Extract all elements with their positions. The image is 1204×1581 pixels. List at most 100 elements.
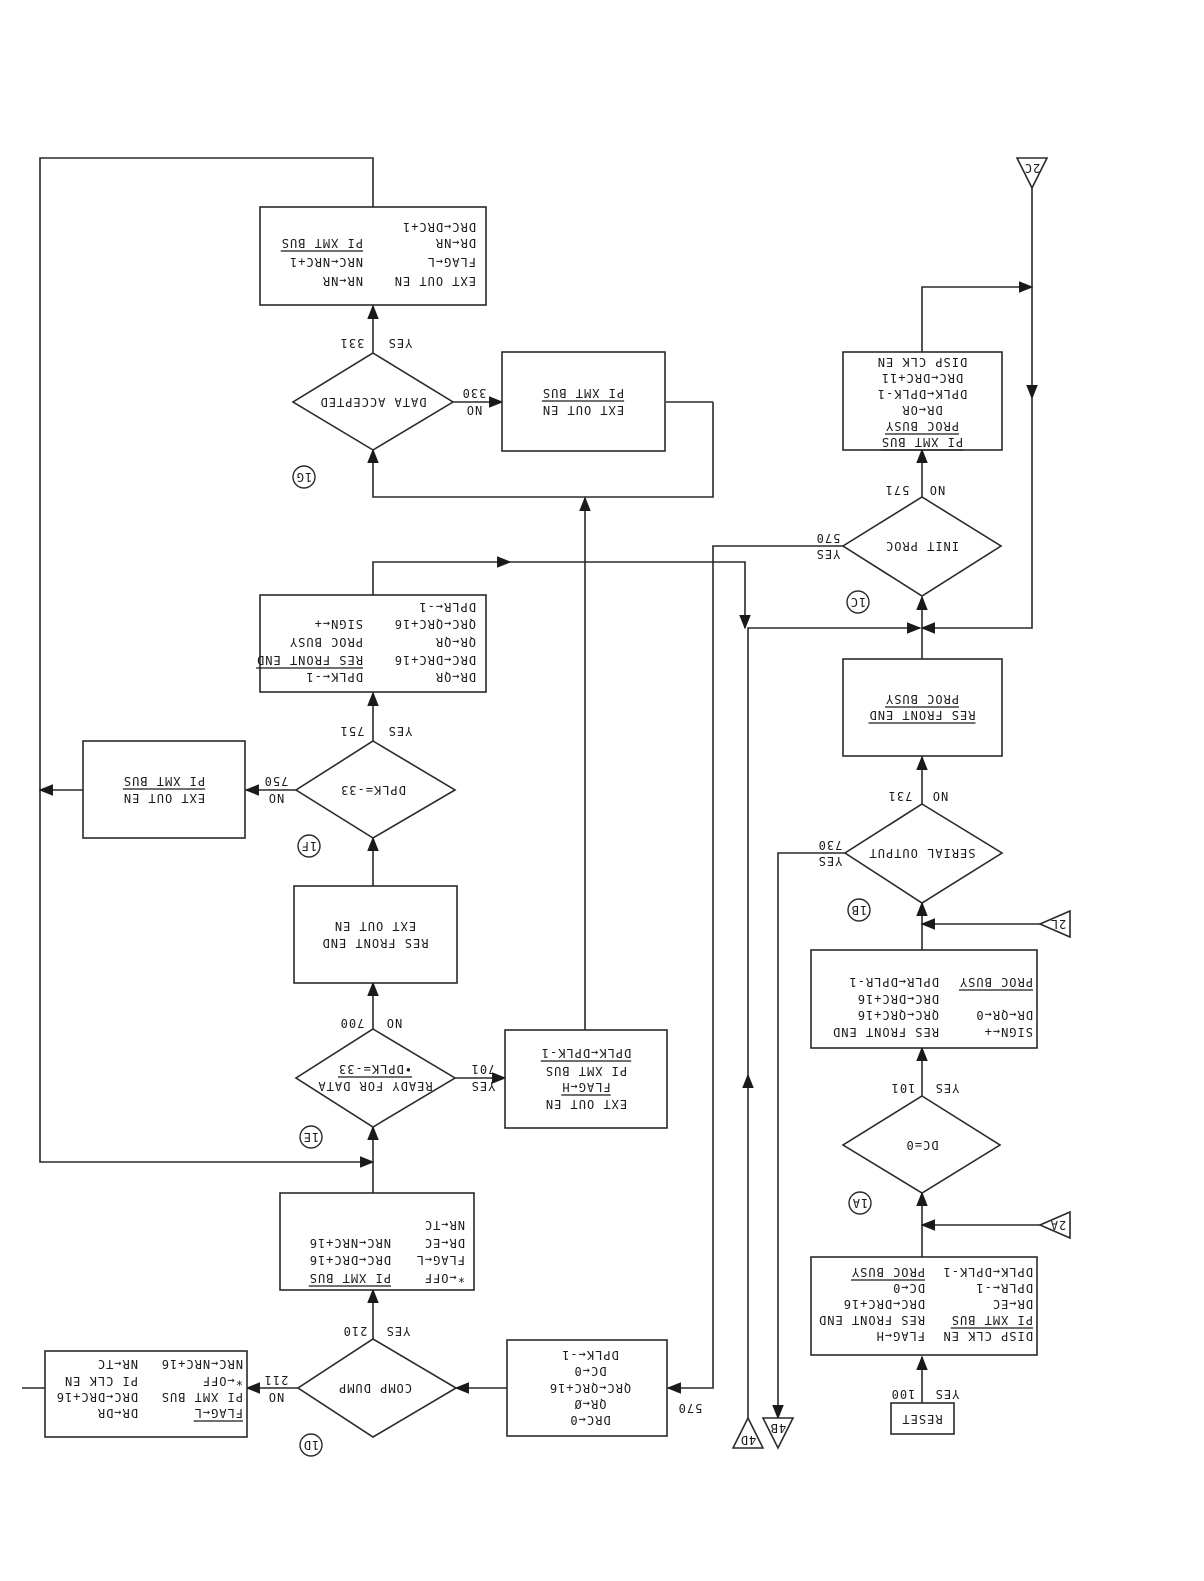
- box-211-text: DR←DR: [97, 1406, 138, 1420]
- box-331-text: NRC←NRC+1: [289, 255, 363, 269]
- box-571-text: PI XMT BUS: [881, 435, 963, 449]
- loop-line-331: [39, 157, 375, 1168]
- box-751-text: QRC←QRC+16: [394, 617, 476, 631]
- box-331-text: DRC←DRC+1: [402, 220, 476, 234]
- code-label: 731: [888, 789, 913, 803]
- box-210-text: FLAG←L: [416, 1253, 465, 1267]
- decision-1C-label: INIT PROC: [885, 539, 959, 553]
- decision-1E-label: READY FOR DATA: [317, 1079, 432, 1093]
- decision-1G-label: DATA ACCEPTED: [320, 395, 427, 409]
- code-label: 750: [264, 774, 289, 788]
- decision-1C: [841, 496, 1003, 597]
- box-701-text: DPLK←DPLK-1: [541, 1046, 631, 1060]
- ref-1G: 1G: [296, 470, 312, 484]
- box-751-text: RES FRONT END: [256, 653, 363, 667]
- code-label: 701: [471, 1062, 496, 1076]
- box-571-text: DRC←DRC+11: [881, 371, 963, 385]
- box-211-text: PI XMT BUS: [161, 1390, 243, 1404]
- box-571-text: DISP CLK EN: [877, 355, 967, 369]
- box-751-text: PROC BUSY: [289, 635, 363, 649]
- box-751: [259, 594, 487, 693]
- line-4D-to-1C: [747, 622, 922, 1075]
- yes-label: YES: [471, 1079, 496, 1093]
- code-label: 700: [340, 1016, 365, 1030]
- decision-1E-label: •DPLK=-33: [338, 1062, 412, 1076]
- box-210-text: DRC←DRC+16: [309, 1253, 391, 1267]
- box-751-text: DR←QR: [435, 670, 476, 684]
- box-210-text: DR←EC: [424, 1236, 465, 1250]
- ref-circle-1F: [297, 834, 321, 858]
- box-571-text: DPLK←DPLK-1: [877, 387, 967, 401]
- box-731-text: RES FRONT END: [869, 708, 976, 722]
- box-211-text: PI CLK EN: [64, 1374, 138, 1388]
- code-label: 330: [462, 386, 487, 400]
- connector-4B: [761, 1417, 795, 1450]
- no-label: NO: [268, 791, 284, 805]
- decision-1A-label: DC=0: [906, 1138, 939, 1152]
- ref-1D: 1D: [303, 1438, 319, 1452]
- decision-1F-label: DPLK=-33: [340, 783, 406, 797]
- yes-label: YES: [935, 1081, 960, 1095]
- box-731-text: PROC BUSY: [885, 692, 959, 706]
- ref-circle-1G: [292, 465, 316, 489]
- box-701-text: PI XMT BUS: [545, 1064, 627, 1078]
- line-330-return: [373, 401, 714, 498]
- connector-4D-label: 4D: [740, 1433, 756, 1447]
- box-701-text: EXT OUT EN: [545, 1097, 627, 1111]
- box-211: [44, 1350, 248, 1438]
- box-570-text: QRC←QRC+16: [549, 1381, 631, 1395]
- box-700-text: RES FRONT END: [322, 936, 429, 950]
- ref-circle-1B: [847, 898, 871, 922]
- box-330-text: EXT OUT EN: [542, 403, 624, 417]
- box-reset-text: DRC←DRC+16: [843, 1297, 925, 1311]
- yes-label: YES: [818, 854, 843, 868]
- decision-1G: [291, 352, 455, 451]
- box-reset-text: PROC BUSY: [851, 1265, 925, 1279]
- box-570-text: DRC←0: [569, 1413, 610, 1427]
- reset-label: RESET: [901, 1412, 942, 1426]
- code-label: 730: [818, 838, 843, 852]
- box-210-text: NRC←NRC+16: [309, 1236, 391, 1250]
- box-331-text: EXT OUT EN: [394, 274, 476, 288]
- yes-label: YES: [386, 1324, 411, 1338]
- ref-circle-1C: [846, 590, 870, 614]
- box-571-text: DR←OR: [901, 403, 942, 417]
- code-label: 571: [885, 483, 910, 497]
- yes-label: YES: [935, 1387, 960, 1401]
- box-101-text: DRC←DRC+16: [857, 992, 939, 1006]
- box-331: [259, 206, 487, 306]
- ref-1A: 1A: [852, 1196, 868, 1210]
- box-reset-text: DR←EC: [992, 1297, 1033, 1311]
- box-101-text: RES FRONT END: [832, 1025, 939, 1039]
- box-570-text: DC←0: [574, 1364, 607, 1378]
- code-label: 100: [891, 1387, 916, 1401]
- connector-2L: [1037, 909, 1071, 939]
- box-101-text: DPLR←DPLR-1: [849, 975, 939, 989]
- code-label: 101: [891, 1081, 916, 1095]
- decision-1A: [841, 1095, 1002, 1194]
- code-label: 570: [678, 1401, 703, 1415]
- box-700: [293, 885, 458, 984]
- code-label: 210: [343, 1324, 368, 1338]
- shapes: [44, 157, 1071, 1457]
- box-570-text: DPLK←-1: [561, 1348, 619, 1362]
- line-571-out: [921, 281, 1034, 352]
- no-label: NO: [932, 789, 948, 803]
- box-101-text: SIGN←+: [984, 1025, 1033, 1039]
- box-210-text: *←OFF: [424, 1271, 465, 1285]
- decision-1E: [294, 1028, 457, 1128]
- connector-2A-label: 2A: [1050, 1218, 1066, 1232]
- terminal-reset: [890, 1402, 955, 1435]
- box-331-text: DR←NR: [435, 236, 476, 250]
- box-reset-text: DPLK←DPLK-1: [943, 1265, 1033, 1279]
- yes-label: YES: [388, 336, 413, 350]
- box-331-text: PI XMT BUS: [281, 236, 363, 250]
- flow-lines: [22, 157, 1040, 1420]
- box-reset-text: PI XMT BUS: [951, 1313, 1033, 1327]
- box-210-text: PI XMT BUS: [309, 1271, 391, 1285]
- box-101-text: PROC BUSY: [959, 975, 1033, 989]
- box-211-text: DRC←DRC+16: [56, 1390, 138, 1404]
- line-751-out: [372, 556, 512, 595]
- labels: EXT OUT ENFLAG←LDR←NRDRC←DRC+1NR←NRNRC←N…: [56, 161, 1066, 1452]
